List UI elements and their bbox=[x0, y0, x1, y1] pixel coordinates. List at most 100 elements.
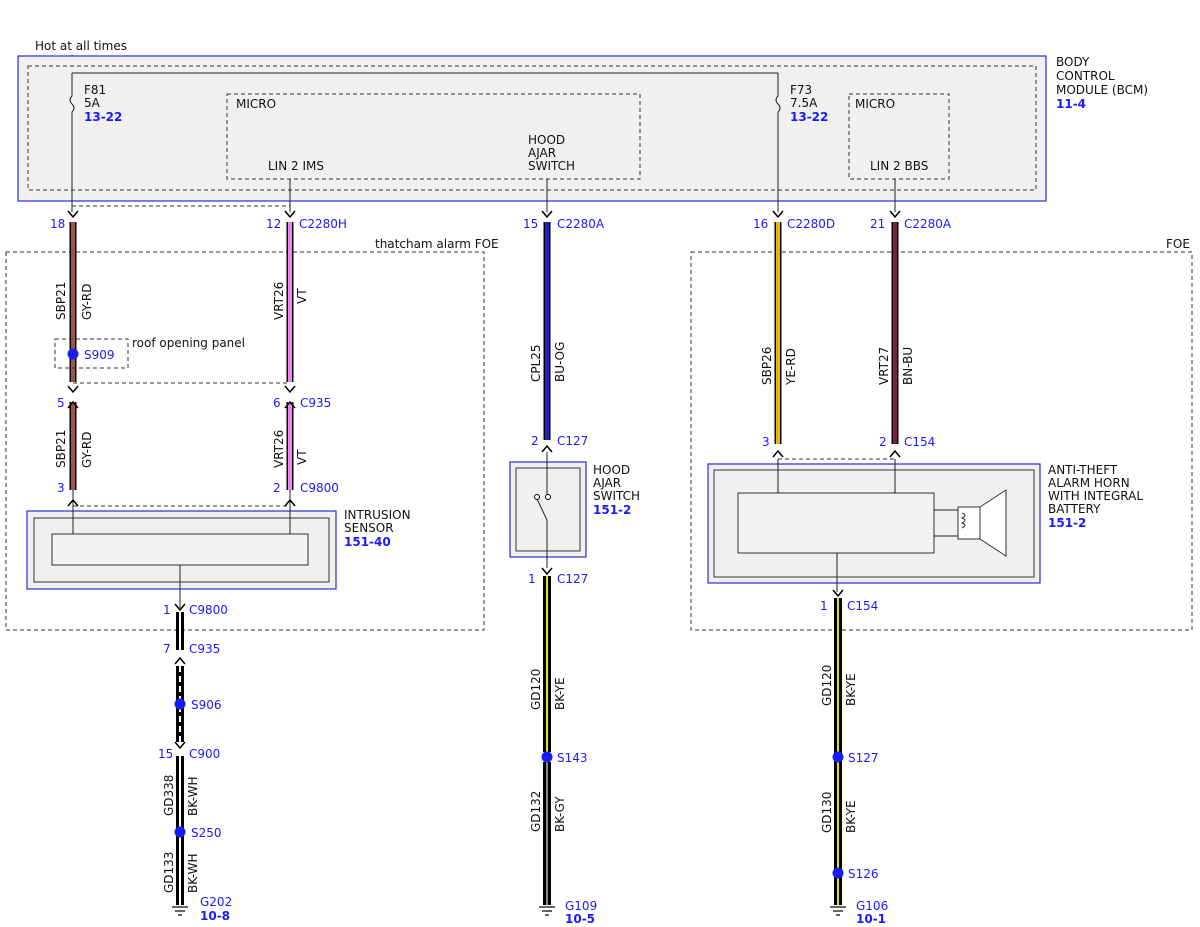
wire-gd130-color: BK-YE bbox=[844, 800, 858, 833]
wire-vrt27-color: BN-BU bbox=[901, 347, 915, 385]
wire-sbp26-circuit: SBP26 bbox=[760, 347, 774, 385]
ground-g202-id: G202 bbox=[200, 895, 232, 909]
fuse-f81-icon bbox=[69, 95, 75, 113]
wire-vrt27-circuit: VRT27 bbox=[877, 347, 891, 385]
wire-sbp21b-color: GY-RD bbox=[80, 431, 94, 468]
wire-sbp26-color: YE-RD bbox=[784, 348, 798, 386]
conn-c2280a-2: C2280A bbox=[904, 217, 952, 231]
conn-c935-1: C935 bbox=[300, 396, 331, 410]
fuse-f81-id: F81 bbox=[84, 83, 106, 97]
pin-15b: 15 bbox=[158, 747, 173, 761]
fuse-f73-ref: 13-22 bbox=[790, 110, 828, 124]
speaker-icon bbox=[934, 489, 1007, 557]
conn-c127-1: C127 bbox=[557, 434, 588, 448]
wire-gd130-circuit: GD130 bbox=[820, 792, 834, 833]
fuse-f81-ref: 13-22 bbox=[84, 110, 122, 124]
micro1-title: MICRO bbox=[236, 97, 276, 111]
horn-name-4: BATTERY bbox=[1048, 502, 1101, 516]
conn-c154-1: C154 bbox=[904, 435, 935, 449]
wire-gd120-color: BK-YE bbox=[553, 677, 567, 710]
arrow-icon bbox=[541, 445, 553, 453]
pin-16: 16 bbox=[753, 217, 768, 231]
micro2-box bbox=[848, 93, 950, 180]
splice-s143-label: S143 bbox=[557, 751, 588, 765]
wire-vrt26b-color: VT bbox=[295, 449, 309, 465]
conn-c127-2: C127 bbox=[557, 572, 588, 586]
splice-s250 bbox=[174, 826, 186, 838]
conn-c2280a-1: C2280A bbox=[557, 217, 605, 231]
horn-ref: 151-2 bbox=[1048, 516, 1086, 530]
pin-18: 18 bbox=[50, 217, 65, 231]
ground-g106-id: G106 bbox=[856, 899, 888, 913]
wire-vrt26-circuit: VRT26 bbox=[272, 282, 286, 320]
pin-3a: 3 bbox=[57, 481, 65, 495]
pin-2a: 2 bbox=[273, 481, 281, 495]
arrow-icon bbox=[832, 589, 844, 597]
intrusion-name-1: INTRUSION bbox=[344, 508, 411, 522]
wire-cpl25-color: BU-OG bbox=[553, 342, 567, 382]
pin-3b: 3 bbox=[762, 435, 770, 449]
micro1-switch-1: HOOD bbox=[528, 133, 565, 147]
intrusion-ref: 151-40 bbox=[344, 535, 391, 549]
arrow-icon bbox=[541, 567, 553, 575]
arrow-icon bbox=[67, 210, 79, 218]
pin-12: 12 bbox=[266, 217, 281, 231]
bcm-name-3: MODULE (BCM) bbox=[1056, 83, 1148, 97]
conn-c154-2: C154 bbox=[847, 599, 878, 613]
fuse-f73-id: F73 bbox=[790, 83, 812, 97]
wire-gd120b-circuit: GD120 bbox=[820, 665, 834, 706]
pin-1a: 1 bbox=[163, 603, 171, 617]
hood-ref: 151-2 bbox=[593, 503, 631, 517]
foe-option-label: FOE bbox=[1166, 237, 1190, 251]
ground-g202-ref: 10-8 bbox=[200, 909, 230, 923]
wire-gd338-color: BK-WH bbox=[186, 776, 200, 816]
arrow-icon bbox=[174, 741, 186, 749]
wire-sbp21-circuit: SBP21 bbox=[54, 282, 68, 320]
pin-7: 7 bbox=[163, 642, 171, 656]
fuse-f73-rating: 7.5A bbox=[790, 96, 818, 110]
wire-gd120b-color: BK-YE bbox=[844, 673, 858, 706]
wire-sbp21-color: GY-RD bbox=[80, 283, 94, 320]
pin-2b: 2 bbox=[531, 434, 539, 448]
micro1-switch-3: SWITCH bbox=[528, 159, 575, 173]
splice-s250-label: S250 bbox=[191, 826, 222, 840]
wire-gd120-circuit: GD120 bbox=[529, 669, 543, 710]
conn-c9800-2: C9800 bbox=[189, 603, 228, 617]
splice-s126-label: S126 bbox=[848, 867, 879, 881]
ground-g109-icon bbox=[539, 906, 555, 916]
pin-21: 21 bbox=[870, 217, 885, 231]
arrow-icon bbox=[284, 385, 296, 393]
hood-name-1: HOOD bbox=[593, 463, 630, 477]
pin-15: 15 bbox=[523, 217, 538, 231]
splice-s143 bbox=[541, 751, 553, 763]
thatcham-option-box bbox=[5, 251, 485, 631]
wire-gd133-circuit: GD133 bbox=[162, 852, 176, 893]
arrow-icon bbox=[772, 450, 784, 458]
horn-name-3: WITH INTEGRAL bbox=[1048, 489, 1143, 503]
arrow-icon bbox=[67, 385, 79, 393]
foe-option-box bbox=[690, 251, 1193, 631]
conn-c935-2: C935 bbox=[189, 642, 220, 656]
conn-c2280h: C2280H bbox=[299, 217, 347, 231]
arrow-icon bbox=[174, 657, 186, 665]
hood-name-3: SWITCH bbox=[593, 489, 640, 503]
micro2-title: MICRO bbox=[855, 97, 895, 111]
wire-cpl25-circuit: CPL25 bbox=[529, 344, 543, 382]
ground-g109-id: G109 bbox=[565, 899, 597, 913]
wire-sbp21b-circuit: SBP21 bbox=[54, 430, 68, 468]
pin-1c: 1 bbox=[820, 599, 828, 613]
splice-s906-label: S906 bbox=[191, 698, 222, 712]
pin-6: 6 bbox=[273, 396, 281, 410]
micro1-switch-2: AJAR bbox=[528, 146, 556, 160]
splice-s906 bbox=[174, 698, 186, 710]
wire-gd133-color: BK-WH bbox=[186, 853, 200, 893]
conn-c900: C900 bbox=[189, 747, 220, 761]
roof-panel-label: roof opening panel bbox=[132, 336, 245, 350]
bcm-name-2: CONTROL bbox=[1056, 69, 1115, 83]
switch-contact-icon bbox=[536, 498, 548, 521]
pin-1b: 1 bbox=[528, 572, 536, 586]
roof-panel-box bbox=[54, 338, 129, 369]
hood-name-2: AJAR bbox=[593, 476, 621, 490]
splice-s127-label: S127 bbox=[848, 751, 879, 765]
